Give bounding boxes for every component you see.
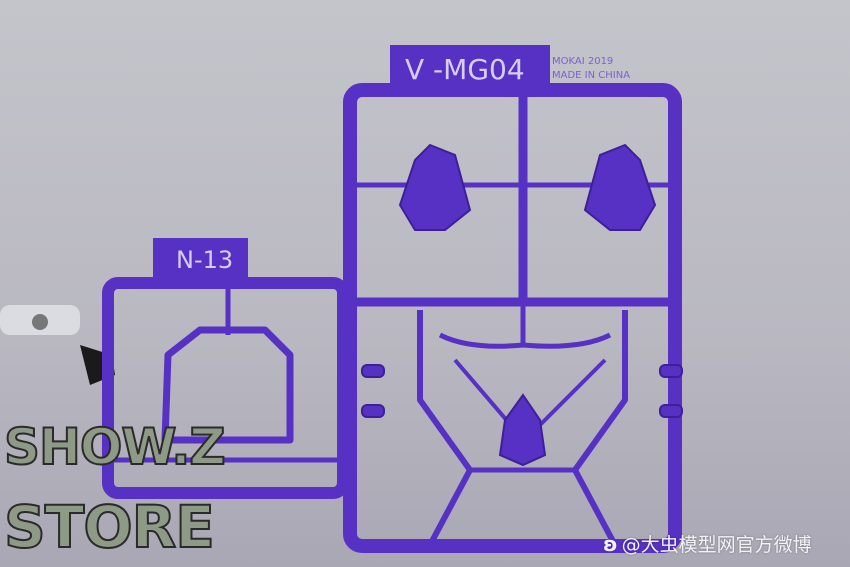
watermark-line1: SHOW.Z <box>3 418 227 476</box>
large-sprue-frame <box>343 83 682 553</box>
maker-text: MOKAI 2019 <box>552 56 613 67</box>
clear-stand-arm <box>0 305 115 385</box>
origin-text: MADE IN CHINA <box>552 70 630 81</box>
weibo-icon: ʚ <box>603 531 618 556</box>
small-sprue-frame <box>102 277 349 499</box>
molded-parts <box>361 143 683 467</box>
small-sprue-tab <box>153 238 248 278</box>
watermark-line2: STORE <box>3 493 216 561</box>
credit-text: @大虫模型网官方微博 <box>621 534 812 556</box>
large-sprue-tab <box>390 45 550 87</box>
small-sprue-label: N-13 <box>176 246 233 274</box>
weibo-credit: ʚ @大虫模型网官方微博 <box>603 530 812 557</box>
large-sprue-label: V -MG04 <box>405 53 525 86</box>
